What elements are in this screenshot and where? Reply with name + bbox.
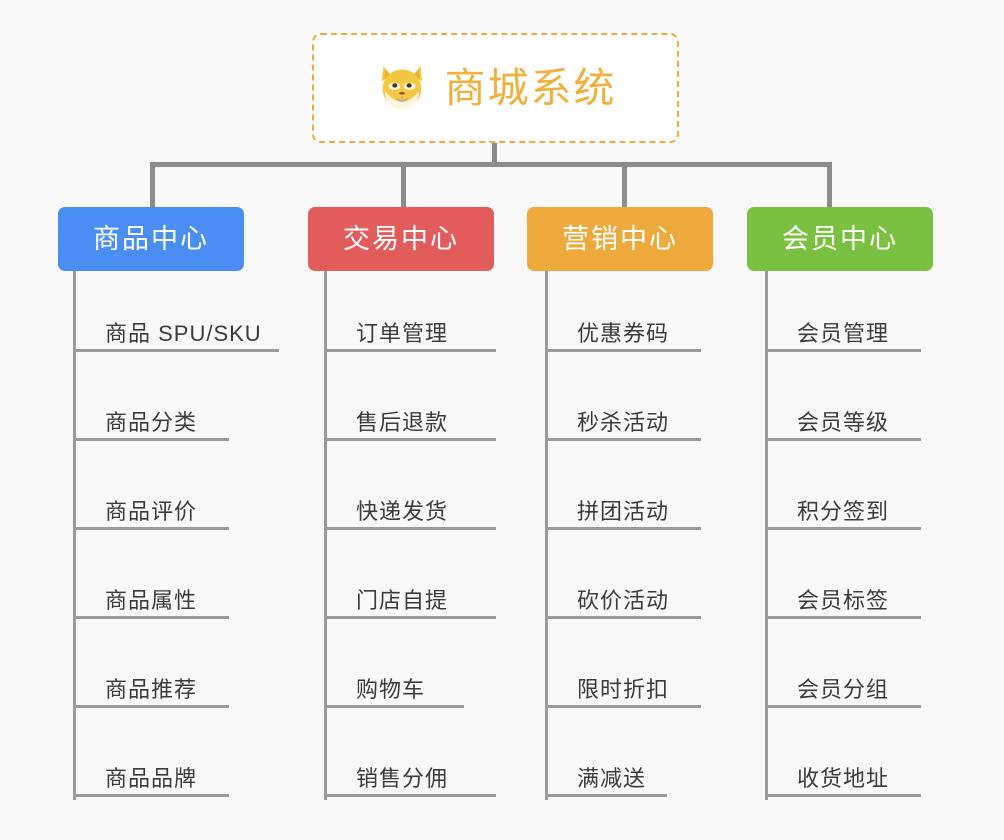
leaf-item[interactable]: 商品属性	[73, 575, 229, 619]
leaf-item[interactable]: 会员分组	[765, 664, 921, 708]
leaf-item[interactable]: 限时折扣	[545, 664, 701, 708]
leaf-item-label: 商品属性	[105, 588, 198, 613]
leaf-item[interactable]: 满减送	[545, 753, 667, 797]
leaf-item[interactable]: 砍价活动	[545, 575, 701, 619]
leaf-item-label: 会员管理	[797, 321, 890, 346]
leaf-item-label: 收货地址	[797, 766, 890, 791]
leaf-item-rule	[73, 616, 229, 619]
leaf-item[interactable]: 积分签到	[765, 486, 921, 530]
leaf-item[interactable]: 商品分类	[73, 397, 229, 441]
leaf-item-rule	[545, 527, 701, 530]
leaf-item-rule	[73, 527, 229, 530]
leaf-item[interactable]: 商品评价	[73, 486, 229, 530]
leaf-item-rule	[73, 794, 229, 797]
leaf-item-rule	[545, 349, 701, 352]
leaf-item[interactable]: 拼团活动	[545, 486, 701, 530]
leaf-item-label: 秒杀活动	[577, 410, 670, 435]
leaf-item[interactable]: 快递发货	[324, 486, 496, 530]
leaf-item-label: 优惠券码	[577, 321, 670, 346]
leaf-item-rule	[765, 616, 921, 619]
leaf-item[interactable]: 优惠券码	[545, 308, 701, 352]
leaf-item[interactable]: 订单管理	[324, 308, 496, 352]
leaf-item-rule	[765, 705, 921, 708]
column-spine-4	[765, 271, 768, 800]
column-header-member-center[interactable]: 会员中心	[747, 207, 933, 271]
connector-drop-1	[150, 162, 155, 207]
column-header-label: 营销中心	[562, 223, 678, 254]
leaf-item-label: 商品评价	[105, 499, 198, 524]
leaf-item-label: 积分签到	[797, 499, 890, 524]
leaf-item[interactable]: 商品品牌	[73, 753, 229, 797]
leaf-item-rule	[324, 349, 496, 352]
column-spine-2	[324, 271, 327, 800]
leaf-item-label: 会员分组	[797, 677, 890, 702]
leaf-item-label: 满减送	[577, 766, 647, 791]
leaf-item-rule	[73, 349, 279, 352]
leaf-item-label: 商品推荐	[105, 677, 198, 702]
leaf-item-label: 销售分佣	[356, 766, 449, 791]
column-header-label: 会员中心	[782, 223, 898, 254]
leaf-item[interactable]: 售后退款	[324, 397, 496, 441]
leaf-item-label: 商品 SPU/SKU	[105, 321, 262, 346]
leaf-item-label: 会员等级	[797, 410, 890, 435]
leaf-item-rule	[765, 438, 921, 441]
leaf-item-rule	[765, 794, 921, 797]
leaf-item-rule	[324, 705, 464, 708]
leaf-item-rule	[73, 705, 229, 708]
leaf-item[interactable]: 购物车	[324, 664, 464, 708]
shiba-dog-face-icon	[381, 66, 422, 110]
leaf-item-rule	[545, 705, 701, 708]
leaf-item-rule	[324, 616, 496, 619]
leaf-item[interactable]: 会员管理	[765, 308, 921, 352]
leaf-item[interactable]: 收货地址	[765, 753, 921, 797]
leaf-item[interactable]: 会员等级	[765, 397, 921, 441]
column-header-label: 商品中心	[93, 223, 209, 254]
leaf-item-rule	[324, 527, 496, 530]
leaf-item[interactable]: 会员标签	[765, 575, 921, 619]
leaf-item-label: 购物车	[356, 677, 426, 702]
connector-drop-4	[827, 162, 832, 207]
leaf-item-label: 限时折扣	[577, 677, 670, 702]
leaf-item[interactable]: 销售分佣	[324, 753, 496, 797]
leaf-item-label: 商品品牌	[105, 766, 198, 791]
column-spine-1	[73, 271, 76, 800]
column-spine-3	[545, 271, 548, 800]
connector-horizontal-bus	[150, 162, 832, 167]
column-header-product-center[interactable]: 商品中心	[58, 207, 244, 271]
leaf-item-label: 拼团活动	[577, 499, 670, 524]
leaf-item-label: 订单管理	[356, 321, 449, 346]
leaf-item-label: 砍价活动	[577, 588, 670, 613]
leaf-item[interactable]: 秒杀活动	[545, 397, 701, 441]
column-header-label: 交易中心	[343, 223, 459, 254]
root-title: 商城系统	[444, 64, 617, 111]
leaf-item-label: 会员标签	[797, 588, 890, 613]
leaf-item-rule	[324, 794, 496, 797]
leaf-item[interactable]: 商品推荐	[73, 664, 229, 708]
connector-root-stem	[492, 143, 497, 166]
connector-drop-2	[401, 162, 406, 207]
leaf-item-rule	[545, 616, 701, 619]
leaf-item-rule	[765, 527, 921, 530]
leaf-item-rule	[765, 349, 921, 352]
leaf-item-label: 门店自提	[356, 588, 449, 613]
leaf-item[interactable]: 商品 SPU/SKU	[73, 308, 279, 352]
column-header-marketing-center[interactable]: 营销中心	[527, 207, 713, 271]
leaf-item-rule	[324, 438, 496, 441]
connector-drop-3	[622, 162, 627, 207]
leaf-item-rule	[545, 438, 701, 441]
leaf-item-label: 快递发货	[356, 499, 449, 524]
leaf-item[interactable]: 门店自提	[324, 575, 496, 619]
leaf-item-rule	[545, 794, 667, 797]
column-header-trade-center[interactable]: 交易中心	[308, 207, 494, 271]
leaf-item-label: 商品分类	[105, 410, 198, 435]
leaf-item-rule	[73, 438, 229, 441]
root-node[interactable]: 商城系统	[312, 33, 679, 143]
leaf-item-label: 售后退款	[356, 410, 449, 435]
